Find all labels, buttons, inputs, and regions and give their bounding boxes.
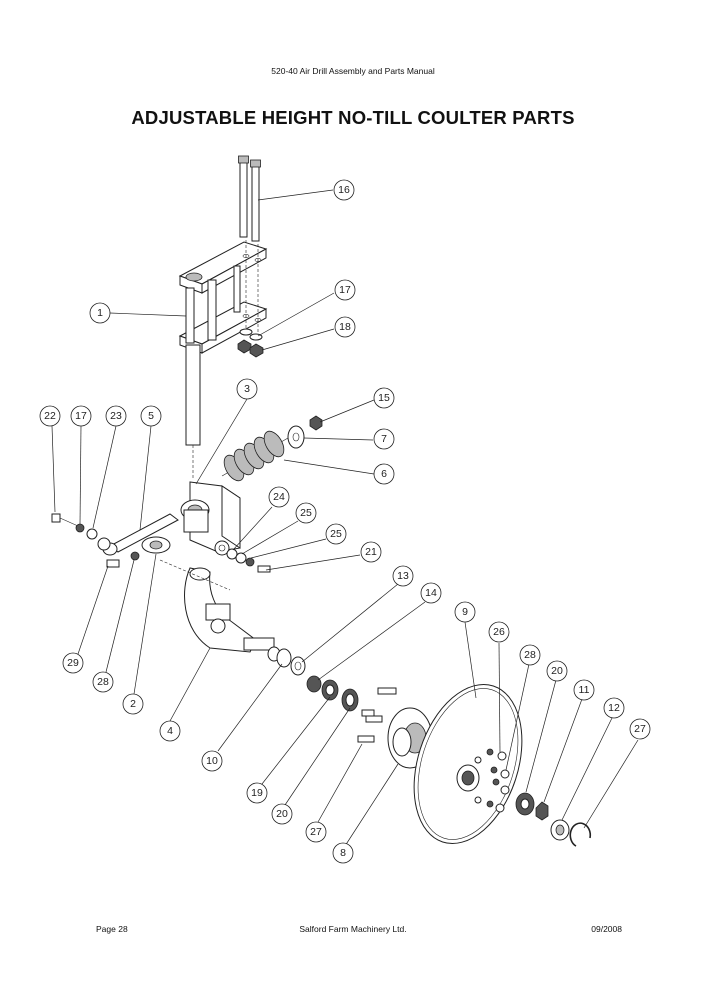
long-bolts [238, 155, 261, 242]
bracket-washers-nuts [237, 328, 264, 358]
svg-text:16: 16 [338, 184, 350, 196]
coulter-arm [102, 513, 179, 556]
svg-text:13: 13 [397, 570, 409, 582]
callout-23: 21 [360, 541, 382, 563]
svg-text:4: 4 [167, 725, 173, 737]
left-hardware [51, 513, 140, 568]
callout-12: 12 [603, 697, 625, 719]
callout-8: 8 [332, 842, 354, 864]
hub-arm-casting [159, 559, 281, 662]
page-title: ADJUSTABLE HEIGHT NO-TILL COULTER PARTS [131, 107, 575, 128]
callout-21: 27 [629, 718, 651, 740]
callout-17-top: 17 [334, 279, 356, 301]
page-number: Page 28 [96, 924, 128, 934]
callout-6: 6 [373, 463, 395, 485]
coulter-disc [413, 683, 523, 845]
svg-text:29: 29 [67, 657, 79, 669]
svg-text:23: 23 [110, 410, 122, 422]
shank-bracket [178, 240, 268, 480]
svg-text:7: 7 [381, 433, 387, 445]
svg-text:25: 25 [330, 528, 342, 540]
callout-20-hub: 20 [271, 803, 293, 825]
svg-text:20: 20 [551, 665, 563, 677]
svg-text:11: 11 [579, 684, 590, 696]
callout-3: 3 [236, 378, 258, 400]
svg-text:10: 10 [206, 755, 218, 767]
svg-text:26: 26 [493, 626, 505, 638]
svg-text:8: 8 [340, 847, 346, 859]
svg-text:17: 17 [339, 284, 351, 296]
svg-text:19: 19 [251, 787, 263, 799]
callout-27-disc: 26 [488, 621, 510, 643]
callout-24: 22 [39, 405, 61, 427]
svg-text:24: 24 [273, 491, 285, 503]
outer-bearing-cap [515, 792, 592, 847]
callout-15: 15 [373, 387, 395, 409]
svg-text:28: 28 [524, 649, 536, 661]
pivot-casting [180, 481, 241, 556]
svg-text:22: 22 [44, 410, 56, 422]
callout-29: 29 [62, 652, 84, 674]
svg-text:6: 6 [381, 468, 387, 480]
callout-28-disc: 28 [519, 644, 541, 666]
callout-25-right: 24 [268, 486, 290, 508]
pivot-hardware [226, 548, 271, 573]
callout-13: 13 [392, 565, 414, 587]
callout-26: 25 [295, 502, 317, 524]
callout-2: 2 [122, 693, 144, 715]
svg-text:21: 21 [365, 546, 377, 558]
callout-28-left: 28 [92, 671, 114, 693]
company-name: Salford Farm Machinery Ltd. [299, 924, 407, 934]
svg-text:9: 9 [462, 606, 468, 618]
callout-4: 4 [159, 720, 181, 742]
svg-text:25: 25 [300, 507, 312, 519]
svg-text:20: 20 [276, 808, 288, 820]
svg-text:1: 1 [97, 307, 103, 319]
svg-text:17: 17 [75, 410, 87, 422]
disc-hardware [474, 748, 510, 813]
svg-text:27: 27 [310, 826, 322, 838]
svg-text:15: 15 [378, 392, 390, 404]
hub-bearings [276, 648, 359, 712]
callout-25-left: 23 [105, 405, 127, 427]
spring-assembly [221, 415, 323, 482]
callout-27-pivot: 25 [325, 523, 347, 545]
callout-5: 5 [140, 405, 162, 427]
callout-19: 19 [246, 782, 268, 804]
callout-10: 10 [201, 750, 223, 772]
callout-14: 14 [420, 582, 442, 604]
callout-17-left: 17 [70, 405, 92, 427]
svg-text:2: 2 [130, 698, 136, 710]
svg-text:27: 27 [634, 723, 646, 735]
leader-lines [51, 189, 639, 847]
svg-text:18: 18 [339, 321, 351, 333]
callout-18: 18 [334, 316, 356, 338]
svg-text:14: 14 [425, 587, 437, 599]
svg-text:12: 12 [608, 702, 620, 714]
callout-20-outer: 20 [546, 660, 568, 682]
callout-7: 7 [373, 428, 395, 450]
svg-text:28: 28 [97, 676, 109, 688]
callout-22: 27 [305, 821, 327, 843]
manual-header: 520-40 Air Drill Assembly and Parts Manu… [271, 66, 435, 76]
callout-1: 1 [89, 302, 111, 324]
svg-text:5: 5 [148, 410, 154, 422]
callout-9: 9 [454, 601, 476, 623]
svg-text:3: 3 [244, 383, 250, 395]
callout-11: 11 [573, 679, 595, 701]
callout-16: 16 [333, 179, 355, 201]
revision-date: 09/2008 [591, 924, 622, 934]
